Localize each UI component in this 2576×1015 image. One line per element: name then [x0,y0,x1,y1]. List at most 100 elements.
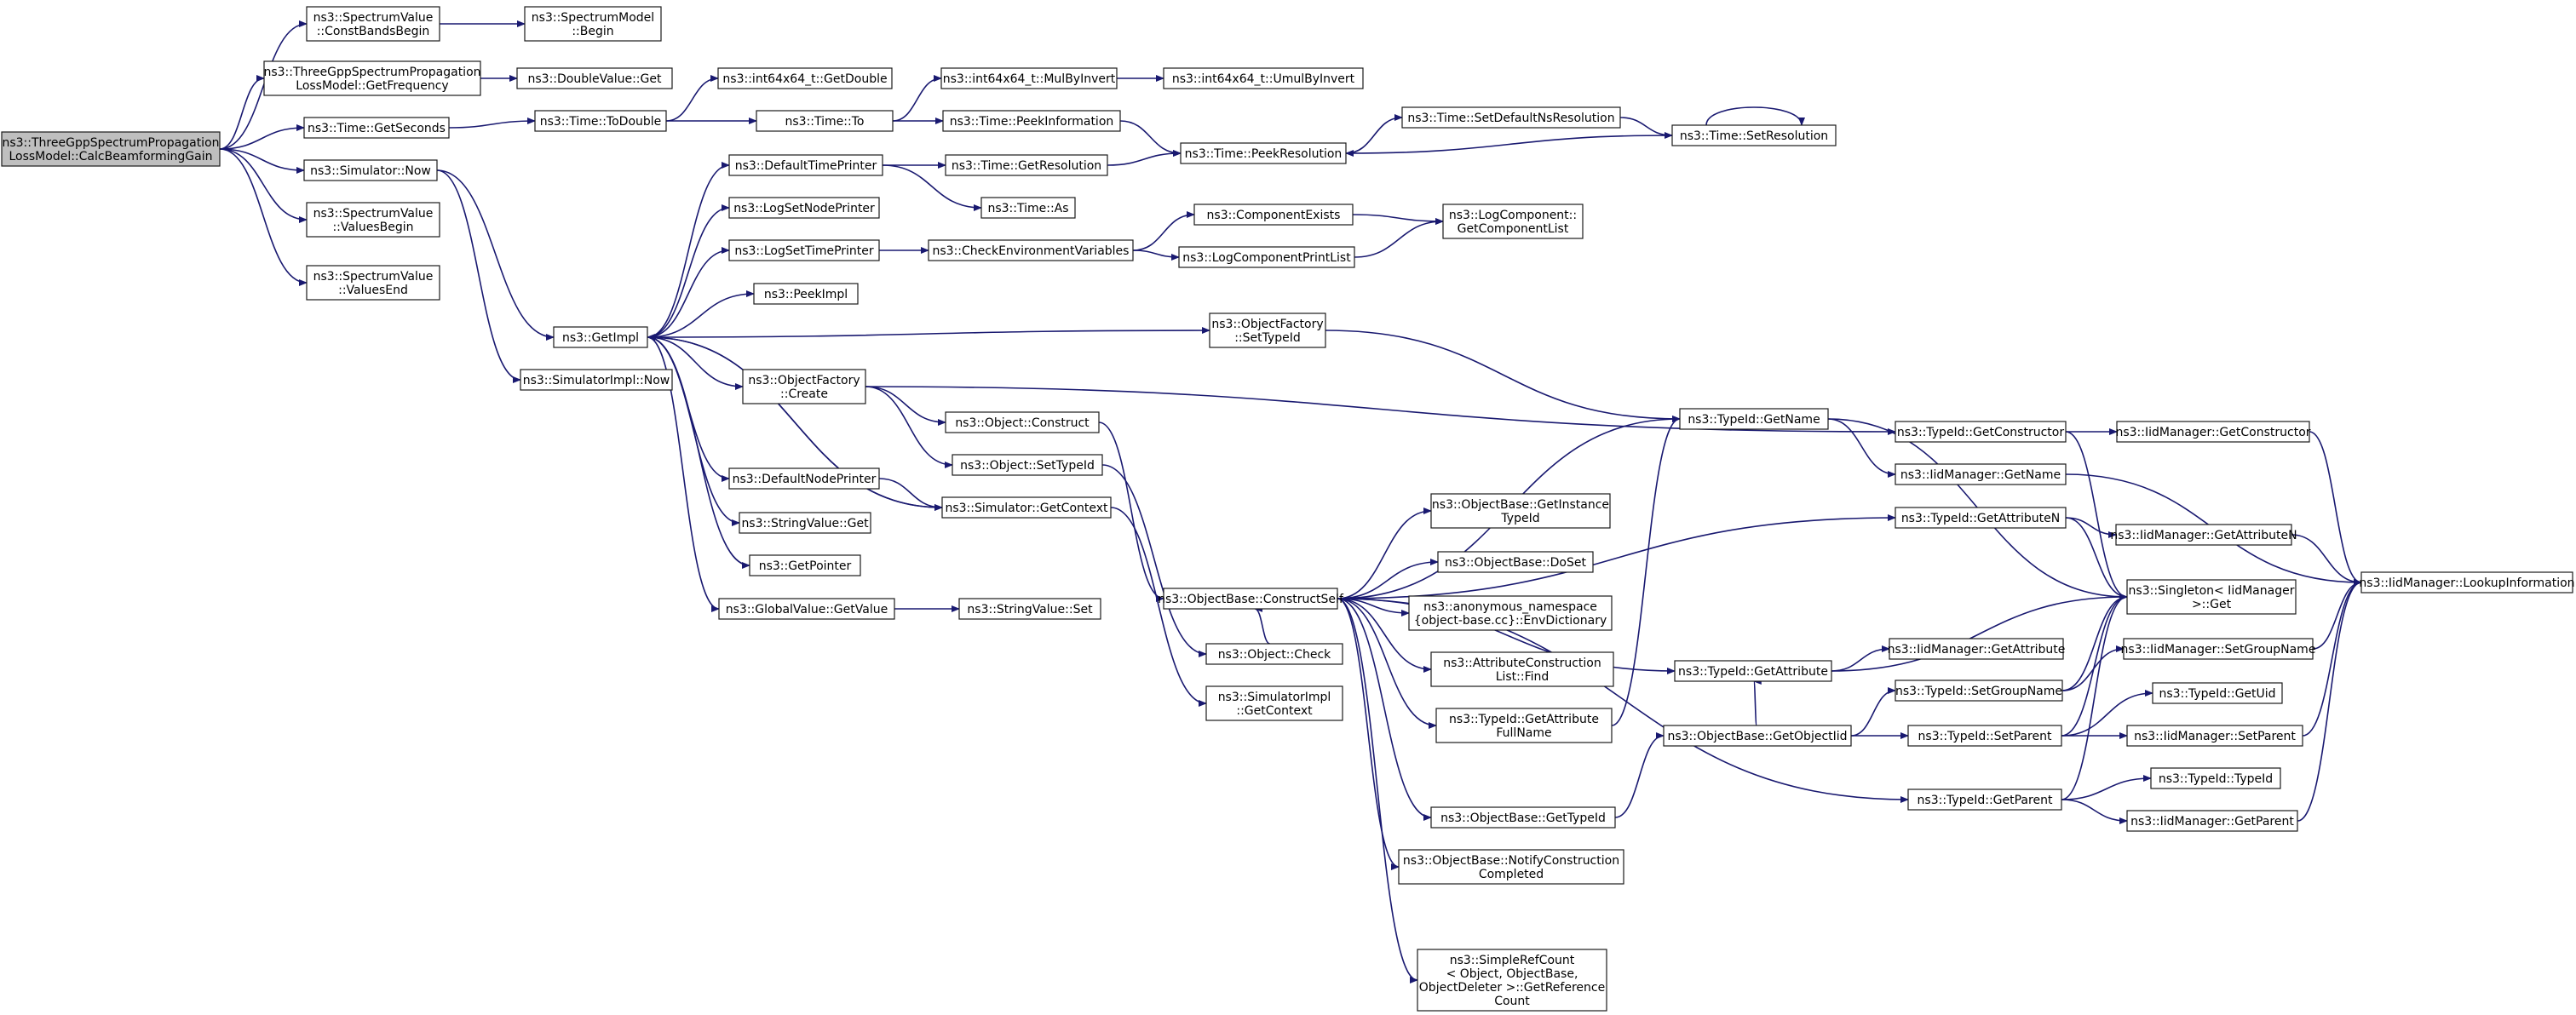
function-node-lsnp[interactable]: ns3::LogSetNodePrinter [728,197,880,219]
function-node-obds[interactable]: ns3::ObjectBase::DoSet [1437,551,1594,573]
function-node-mbi[interactable]: ns3::int64x64_t::MulByInvert [940,67,1118,89]
node-box [1193,204,1354,226]
function-node-tgn[interactable]: ns3::TypeId::GetName [1679,408,1829,430]
function-node-tsr[interactable]: ns3::Time::SetResolution [1671,124,1837,146]
node-label: ns3::int64x64_t::UmulByInvert [1172,72,1355,86]
function-node-igd[interactable]: ns3::int64x64_t::GetDouble [717,67,893,89]
call-edge-dtp-to-tas [882,164,982,211]
function-node-ostid[interactable]: ns3::Object::SetTypeId [952,454,1103,476]
function-node-obcs[interactable]: ns3::ObjectBase::ConstructSelf [1158,588,1344,610]
node-label: ns3::Time::PeekResolution [1185,147,1343,161]
function-node-tgp[interactable]: ns3::TypeId::GetParent [1907,788,2062,811]
call-edge-obcs-to-tgan [1337,514,1896,599]
function-node-tga[interactable]: ns3::TypeId::GetAttribute [1674,660,1832,682]
node-label: ::SetTypeId [1234,331,1301,345]
function-node-tpr[interactable]: ns3::Time::PeekResolution [1180,142,1347,164]
function-node-pimpl[interactable]: ns3::PeekImpl [753,283,859,305]
function-node-ofst[interactable]: ns3::ObjectFactory::SetTypeId [1209,313,1326,348]
call-edge-dnp-to-sgc [878,478,943,511]
function-node-sve[interactable]: ns3::SpectrumValue::ValuesEnd [306,265,440,301]
node-label: ::GetContext [1236,704,1313,718]
node-label: ns3::ObjectBase::GetInstance [1432,498,1609,512]
function-node-ocon[interactable]: ns3::Object::Construct [945,411,1100,433]
function-node-sigc[interactable]: ns3::SimulatorImpl::GetContext [1205,685,1343,721]
function-node-dnp[interactable]: ns3::DefaultNodePrinter [728,467,880,490]
call-edge-ocon-to-obcs [1098,421,1164,602]
call-edge-obcs-to-obgit [1337,508,1432,599]
function-node-ttd[interactable]: ns3::Time::ToDouble [534,110,667,132]
node-box [1205,643,1343,665]
function-node-tgs[interactable]: ns3::Time::GetSeconds [303,117,450,139]
function-node-tgc[interactable]: ns3::TypeId::GetConstructor [1895,421,2067,443]
function-node-imgc[interactable]: ns3::IidManager::GetConstructor [2115,421,2311,443]
function-node-tsd[interactable]: ns3::Time::SetDefaultNsResolution [1401,106,1621,129]
function-node-lcpl[interactable]: ns3::LogComponentPrintList [1178,246,1355,268]
function-node-imsgn[interactable]: ns3::IidManager::SetGroupName [2121,638,2316,660]
node-label: ns3::LogSetNodePrinter [733,202,875,215]
call-edge-snow-to-sinow [436,169,521,383]
function-node-anon[interactable]: ns3::anonymous_namespace{object-base.cc}… [1408,595,1613,631]
function-node-imli[interactable]: ns3::IidManager::LookupInformation [2359,571,2575,594]
function-node-lstp[interactable]: ns3::LogSetTimePrinter [728,239,880,261]
node-label: ::Begin [572,25,613,38]
function-node-tgf[interactable]: ns3::ThreeGppSpectrumPropagationLossMode… [263,60,481,96]
function-node-tgu[interactable]: ns3::TypeId::GetUid [2152,682,2283,704]
function-node-dvg[interactable]: ns3::DoubleValue::Get [516,67,673,89]
function-node-imgn[interactable]: ns3::IidManager::GetName [1895,463,2067,485]
function-node-tas[interactable]: ns3::Time::As [980,197,1076,219]
node-box [2115,524,2292,546]
function-node-snow[interactable]: ns3::Simulator::Now [303,159,438,181]
node-label: Count [1494,995,1530,1008]
function-node-gptr[interactable]: ns3::GetPointer [749,554,861,576]
function-node-obgt[interactable]: ns3::ObjectBase::GetTypeId [1430,806,1616,829]
function-node-sget[interactable]: ns3::Singleton< IidManager >::Get [2126,579,2297,615]
function-node-tsgn[interactable]: ns3::TypeId::SetGroupName [1895,680,2063,702]
node-label: GetComponentList [1458,222,1569,236]
node-label: ns3::AttributeConstruction [1443,657,1601,670]
call-edge-ttd-to-igd [665,75,719,122]
function-node-obnc[interactable]: ns3::ObjectBase::NotifyConstructionCompl… [1398,849,1624,885]
function-node-imgp[interactable]: ns3::IidManager::GetParent [2126,810,2298,832]
function-node-sinow[interactable]: ns3::SimulatorImpl::Now [520,369,673,391]
function-node-dtp[interactable]: ns3::DefaultTimePrinter [728,154,883,176]
function-node-cex[interactable]: ns3::ComponentExists [1193,204,1354,226]
function-node-svg[interactable]: ns3::StringValue::Get [739,512,871,534]
function-node-tpi[interactable]: ns3::Time::PeekInformation [942,110,1121,132]
function-node-cev[interactable]: ns3::CheckEnvironmentVariables [928,239,1134,261]
function-node-svs[interactable]: ns3::StringValue::Set [958,598,1101,620]
function-node-src[interactable]: ns3::SimpleRefCount< Object, ObjectBase,… [1417,949,1607,1012]
function-node-obgoi[interactable]: ns3::ObjectBase::GetObjectIid [1663,725,1852,747]
node-label: ns3::IidManager::LookupInformation [2359,576,2574,590]
function-node-tgan[interactable]: ns3::TypeId::GetAttributeN [1895,507,2067,529]
function-node-ofc[interactable]: ns3::ObjectFactory::Create [742,369,866,404]
node-label: List::Find [1496,670,1550,684]
node-box [1205,685,1343,721]
call-edge-imgan-to-imli [2291,534,2362,586]
function-node-imgan[interactable]: ns3::IidManager::GetAttributeN [2110,524,2297,546]
function-node-ttid[interactable]: ns3::TypeId::TypeId [2150,767,2281,789]
function-node-smb[interactable]: ns3::SpectrumModel::Begin [524,6,662,42]
function-node-tto[interactable]: ns3::Time::To [756,110,894,132]
function-node-imsp[interactable]: ns3::IidManager::SetParent [2126,725,2303,747]
function-node-umi[interactable]: ns3::int64x64_t::UmulByInvert [1163,67,1364,89]
function-node-ochk[interactable]: ns3::Object::Check [1205,643,1343,665]
function-node-sgc[interactable]: ns3::Simulator::GetContext [941,496,1112,519]
node-box [717,67,893,89]
node-label: FullName [1496,726,1551,740]
function-node-tgr[interactable]: ns3::Time::GetResolution [945,154,1108,176]
node-box [1895,507,2067,529]
function-node-tsp[interactable]: ns3::TypeId::SetParent [1907,725,2062,747]
call-edge-obcs-to-obgt [1337,598,1432,821]
function-nodes: ns3::ThreeGppSpectrumPropagationLossMode… [1,6,2575,1012]
function-node-lgcl[interactable]: ns3::LogComponent::GetComponentList [1442,204,1584,239]
node-box [928,239,1134,261]
function-node-gimpl[interactable]: ns3::GetImpl [553,326,648,348]
function-node-gvgv[interactable]: ns3::GlobalValue::GetValue [718,598,895,620]
node-label: ns3::ComponentExists [1207,209,1341,222]
function-node-svb[interactable]: ns3::SpectrumValue::ValuesBegin [306,202,440,238]
function-node-cbb[interactable]: ns3::SpectrumValue::ConstBandsBegin [306,6,440,42]
function-node-imga[interactable]: ns3::IidManager::GetAttribute [1888,638,2066,660]
